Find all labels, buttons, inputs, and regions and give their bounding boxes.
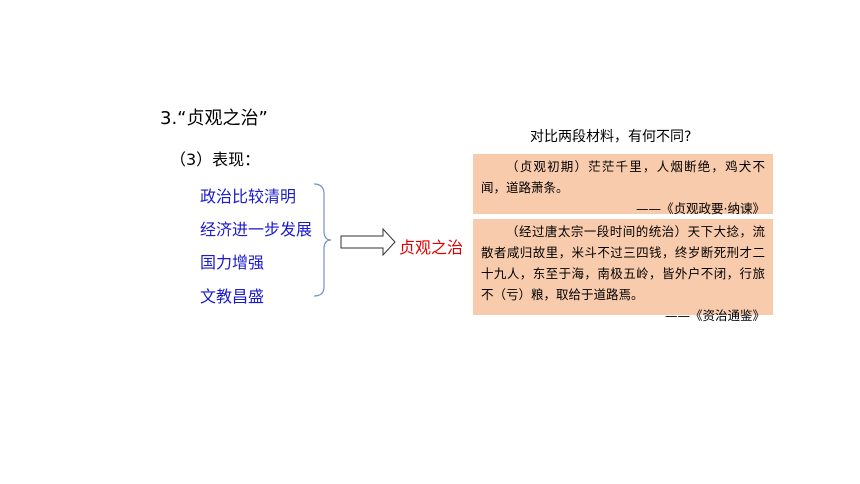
material-source: ——《资治通鉴》 <box>664 308 765 323</box>
section-subheading: （3）表现： <box>170 150 261 169</box>
slide-title: 3.“贞观之治” <box>160 108 268 129</box>
material-text: （贞观初期）茫茫千里，人烟断绝，鸡犬不闻，道路萧条。 <box>481 159 765 195</box>
material-source: ——《贞观政要·纳谏》 <box>636 201 765 216</box>
point-politics: 政治比较清明 <box>200 187 297 206</box>
point-national-strength: 国力增强 <box>200 253 265 272</box>
point-economy: 经济进一步发展 <box>200 220 313 239</box>
point-culture: 文教昌盛 <box>200 287 265 306</box>
result-label: 贞观之治 <box>399 238 464 257</box>
material-text: （经过唐太宗一段时间的统治）天下大捻，流散者咸归故里，米斗不过三四钱，终岁断死刑… <box>481 224 765 302</box>
right-brace-icon <box>313 183 332 297</box>
material-box-1: （贞观初期）茫茫千里，人烟断绝，鸡犬不闻，道路萧条。 ——《贞观政要·纳谏》 <box>473 154 773 216</box>
comparison-question: 对比两段材料，有何不同? <box>530 129 692 145</box>
material-box-2: （经过唐太宗一段时间的统治）天下大捻，流散者咸归故里，米斗不过三四钱，终岁断死刑… <box>473 219 773 323</box>
arrow-icon <box>340 227 396 257</box>
